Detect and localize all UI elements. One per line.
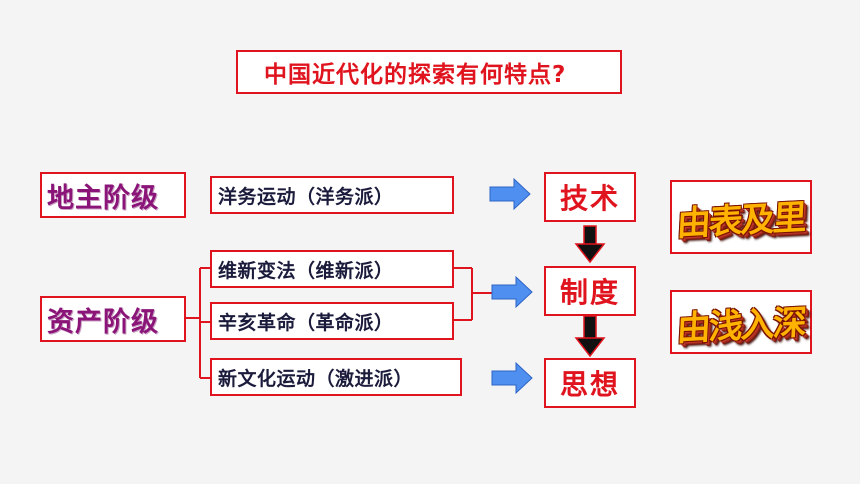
- movement-westernization: 洋务运动（洋务派）: [210, 176, 454, 214]
- feature-shallow-to-deep-box: 由浅入深: [670, 290, 812, 354]
- bourgeoisie-class-label: 资产阶级: [40, 296, 186, 342]
- feature-surface-to-inside: 由表及里: [675, 197, 806, 244]
- feature-surface-to-inside-box: 由表及里: [670, 180, 812, 254]
- movement-new-culture: 新文化运动（激进派）: [210, 358, 462, 396]
- page-title: 中国近代化的探索有何特点?: [236, 50, 622, 94]
- movement-reform: 维新变法（维新派）: [210, 250, 454, 288]
- landlord-class-label: 地主阶级: [40, 172, 186, 218]
- reform-revolution-bracket: [454, 267, 492, 321]
- blue-arrow-technology: [489, 177, 531, 211]
- feature-shallow-to-deep: 由浅入深: [675, 302, 806, 349]
- down-arrow-1: [574, 225, 606, 264]
- bourgeoisie-bracket: [186, 267, 210, 379]
- down-arrow-2: [574, 315, 606, 358]
- blue-arrow-institution: [491, 275, 533, 309]
- stage-thought: 思想: [544, 358, 636, 408]
- blue-arrow-thought: [491, 361, 533, 395]
- stage-institution: 制度: [544, 266, 636, 316]
- movement-revolution: 辛亥革命（革命派）: [210, 302, 454, 340]
- stage-technology: 技术: [544, 172, 636, 222]
